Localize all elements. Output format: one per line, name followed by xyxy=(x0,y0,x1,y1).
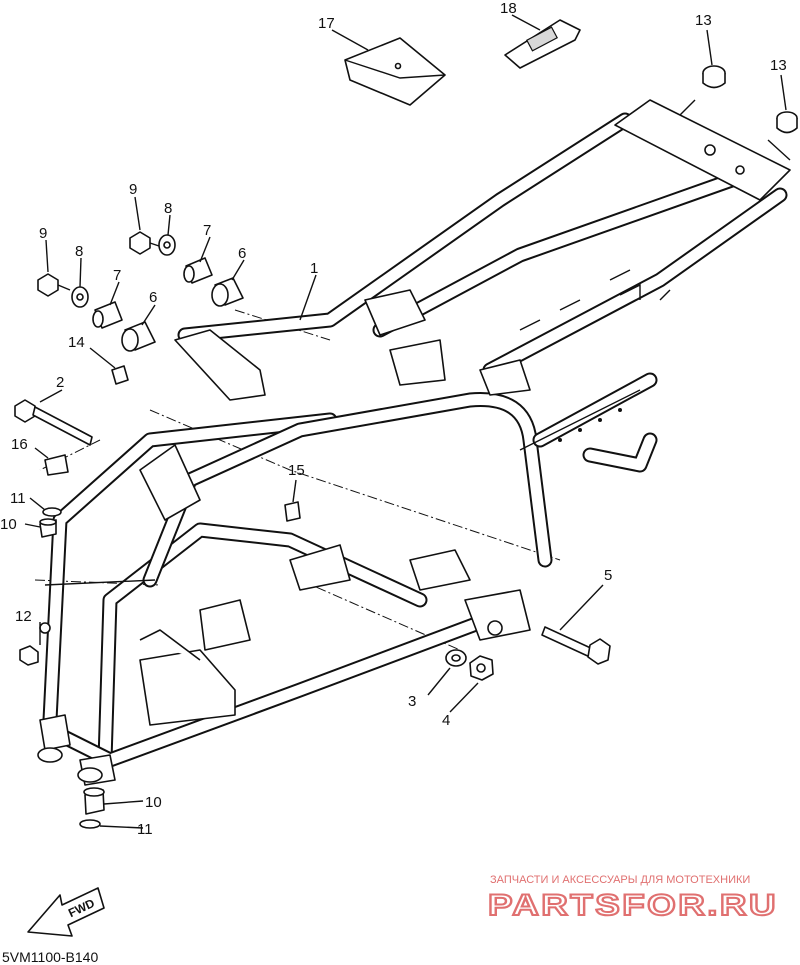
part-18-plate[interactable] xyxy=(504,19,581,69)
callout-11-upper: 11 xyxy=(10,490,26,507)
part-4-nut[interactable] xyxy=(469,655,494,681)
part-15-plate[interactable] xyxy=(284,501,301,522)
callout-13-left: 13 xyxy=(695,12,712,29)
frame-assembly[interactable] xyxy=(34,99,791,786)
callout-14: 14 xyxy=(68,334,85,351)
part-17-envelope[interactable] xyxy=(344,37,446,106)
part-7-collar-upper[interactable] xyxy=(183,257,213,284)
callout-10-lower: 10 xyxy=(145,794,162,811)
part-5-bolt[interactable] xyxy=(541,626,611,665)
callout-7-lower: 7 xyxy=(113,267,121,284)
part-8-washer-lower[interactable] xyxy=(71,286,89,308)
callout-1: 1 xyxy=(310,260,318,277)
part-8-washer-upper[interactable] xyxy=(158,234,176,256)
callout-8-upper: 8 xyxy=(164,200,172,217)
callout-16: 16 xyxy=(11,436,28,453)
leader-lines xyxy=(24,14,791,829)
part-9-bolt-lower[interactable] xyxy=(37,273,71,297)
callout-13-right: 13 xyxy=(770,57,787,74)
callout-7-upper: 7 xyxy=(203,222,211,239)
forward-arrow-icon: FWD xyxy=(27,887,105,937)
part-9-bolt-upper[interactable] xyxy=(129,231,163,255)
watermark-subtitle: ЗАПЧАСТИ И АКСЕССУАРЫ ДЛЯ МОТОТЕХНИКИ xyxy=(490,874,750,886)
callout-3: 3 xyxy=(408,693,416,710)
callout-12: 12 xyxy=(15,608,32,625)
part-14-clip[interactable] xyxy=(111,365,129,385)
part-6-bushing-lower[interactable] xyxy=(121,321,156,352)
callout-labels: 17 18 13 13 1 9 8 7 6 9 8 7 6 14 2 16 11… xyxy=(0,0,787,838)
part-6-bushing-upper[interactable] xyxy=(211,277,244,307)
callout-11-lower: 11 xyxy=(137,821,153,838)
watermark-brand: PARTSFOR.RU xyxy=(488,889,778,922)
callout-15: 15 xyxy=(288,462,305,479)
part-10-collar-upper[interactable] xyxy=(39,518,57,538)
part-12-nipple[interactable] xyxy=(19,622,51,666)
callout-6-lower: 6 xyxy=(149,289,157,306)
callout-9-upper: 9 xyxy=(129,181,137,198)
part-16-clamp[interactable] xyxy=(44,454,69,476)
callout-10-upper: 10 xyxy=(0,516,17,533)
callout-8-lower: 8 xyxy=(75,243,83,260)
callout-6-upper: 6 xyxy=(238,245,246,262)
part-11-oring-upper[interactable] xyxy=(42,507,62,517)
callout-9-lower: 9 xyxy=(39,225,47,242)
part-7-collar-lower[interactable] xyxy=(92,301,123,329)
part-13-damper-left[interactable] xyxy=(702,65,726,89)
callout-17: 17 xyxy=(318,15,335,32)
part-11-oring-lower[interactable] xyxy=(79,819,101,829)
callout-4: 4 xyxy=(442,712,450,729)
part-2-long-bolt[interactable] xyxy=(14,399,93,446)
callout-2: 2 xyxy=(56,374,64,391)
watermark: ЗАПЧАСТИ И АКСЕССУАРЫ ДЛЯ МОТОТЕХНИКИ PA… xyxy=(487,874,778,923)
part-3-washer[interactable] xyxy=(445,649,467,667)
callout-18: 18 xyxy=(500,0,517,17)
part-10-collar-lower[interactable] xyxy=(83,787,105,815)
callout-5: 5 xyxy=(604,567,612,584)
part-13-damper-right[interactable] xyxy=(776,111,798,134)
diagram-code: 5VM1100-B140 xyxy=(2,949,98,965)
